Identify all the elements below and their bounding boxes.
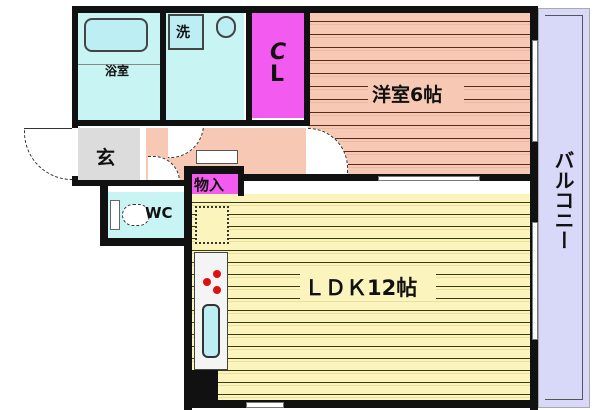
stove-burner-icon xyxy=(203,278,211,286)
wall-wc-bottom xyxy=(100,238,188,246)
wall-right xyxy=(530,6,538,410)
window-western-bottom xyxy=(378,176,480,181)
wall-top xyxy=(72,6,538,13)
bathtub-icon xyxy=(84,18,148,52)
refrigerator-space-icon xyxy=(195,206,229,244)
wall-kitchen-corner xyxy=(192,370,218,400)
closet-label-l: L xyxy=(270,62,285,87)
window-western-right xyxy=(532,40,538,142)
wall-entrance-bottom xyxy=(72,180,186,186)
wall-entrance-left xyxy=(72,176,78,186)
wall-bottom xyxy=(184,400,538,408)
washbasin-icon xyxy=(168,14,204,50)
sink-icon xyxy=(202,304,220,358)
closet xyxy=(252,12,306,118)
stove-burner-icon xyxy=(213,270,221,278)
window-bottom xyxy=(246,402,284,408)
balcony xyxy=(538,8,590,408)
window-ldk-right xyxy=(532,222,538,340)
wall-wash-closet xyxy=(246,10,252,124)
ldk-label: ＬＤＫ12帖 xyxy=(304,276,418,300)
storage xyxy=(192,174,238,194)
balcony-label: バルコニー xyxy=(551,150,575,250)
storage-doors xyxy=(196,150,238,164)
wall-ldk-left xyxy=(184,166,192,410)
wc-label: WC xyxy=(145,204,173,222)
stove-burner-icon xyxy=(213,286,221,294)
toilet-bowl-icon xyxy=(122,204,150,226)
ldk-label-bg xyxy=(300,270,436,300)
wall-left-upper xyxy=(72,6,78,128)
washing-machine-icon xyxy=(216,16,236,38)
entrance xyxy=(78,128,140,180)
entrance-door-swing xyxy=(24,128,72,180)
wall-upper-horizontal xyxy=(72,120,308,126)
bath-divider xyxy=(78,64,160,65)
western-label-bg xyxy=(368,78,464,104)
toilet-tank-icon xyxy=(110,200,120,230)
closet-label-c: C xyxy=(270,40,287,65)
washroom-label: 洗 xyxy=(176,25,190,41)
entrance-label: 玄 xyxy=(96,147,116,169)
wall-storage-right xyxy=(238,166,244,196)
western-room-label: 洋室6帖 xyxy=(372,84,443,106)
bath-label: 浴室 xyxy=(105,64,130,78)
wall-closet-western xyxy=(304,10,310,126)
wall-storage-top xyxy=(184,166,244,174)
wall-wc-left xyxy=(100,184,108,246)
storage-label: 物入 xyxy=(194,176,225,194)
wall-bath-wash xyxy=(160,10,166,124)
balcony-inner-frame xyxy=(545,15,583,400)
